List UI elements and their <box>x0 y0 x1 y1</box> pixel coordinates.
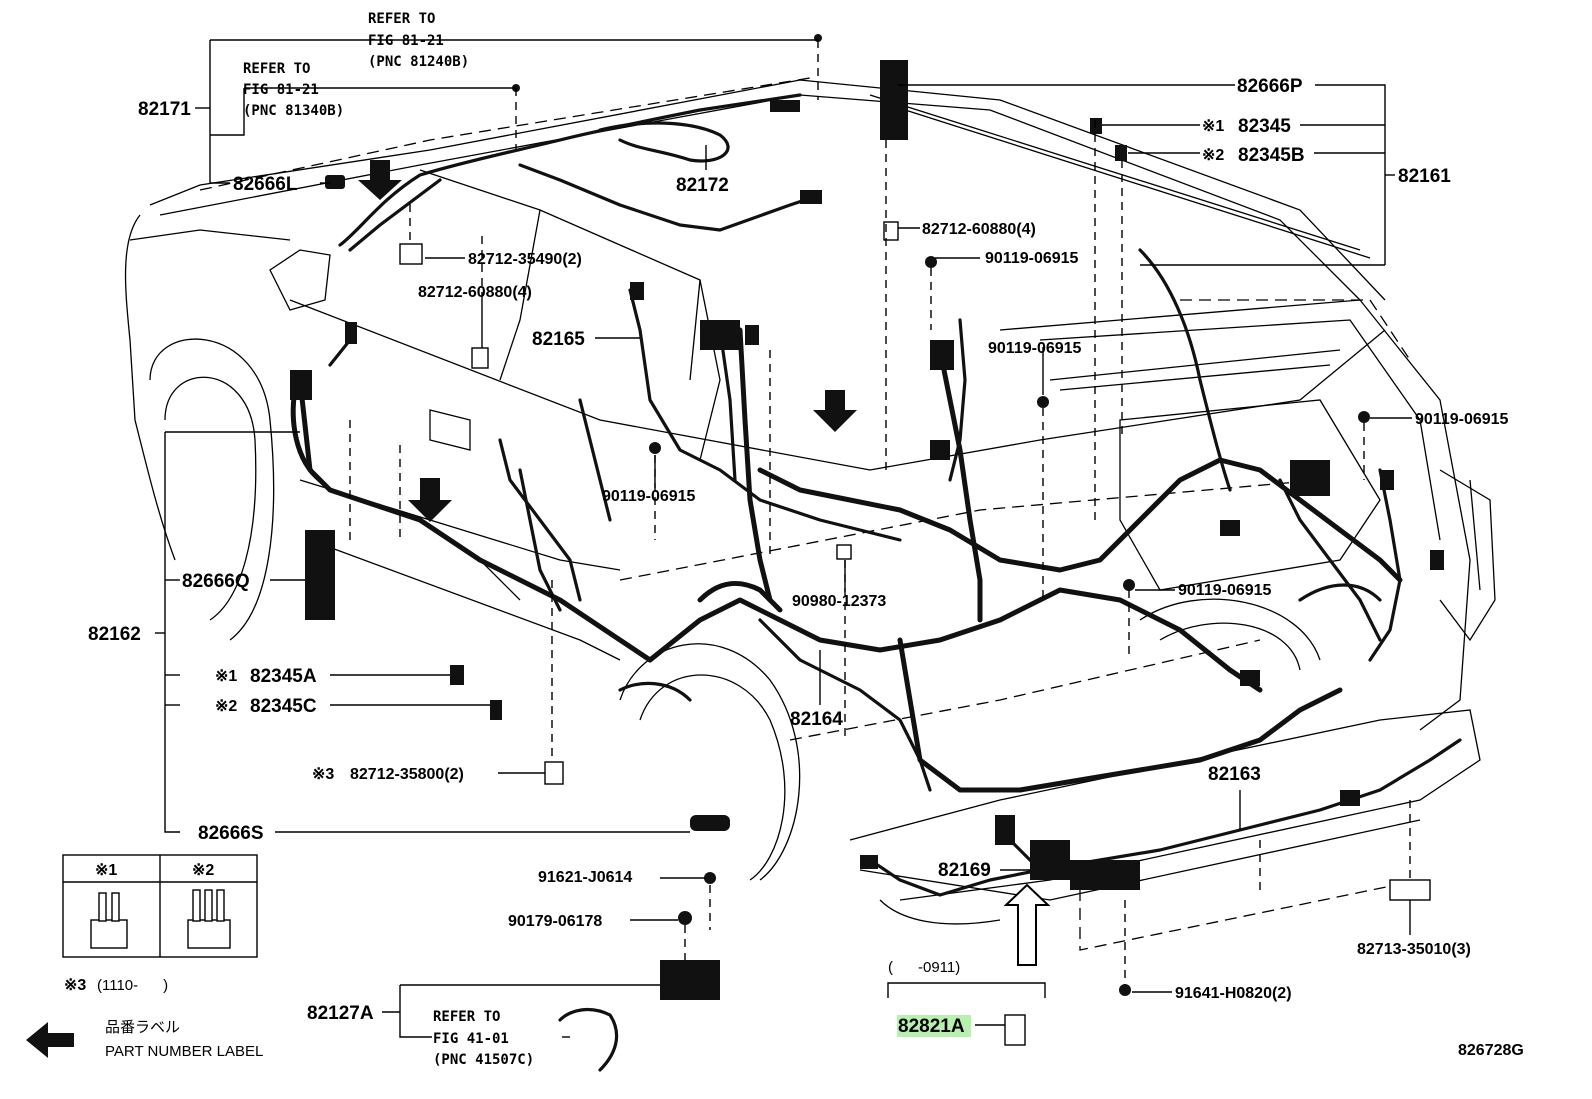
mark-2-82345C: ※2 <box>215 698 237 715</box>
label-91641-H0820: 91641-H0820(2) <box>1175 985 1292 1002</box>
label-82345A: 82345A <box>250 666 317 687</box>
legend-col1: ※1 <box>95 862 117 879</box>
legend-label-en: PART NUMBER LABEL <box>105 1043 263 1060</box>
label-82666S: 82666S <box>198 823 264 844</box>
label-90119-06915-c: 90119-06915 <box>1415 411 1509 428</box>
refer-note-1-line2: FIG 81-21 <box>368 33 444 49</box>
label-82127A: 82127A <box>307 1003 374 1024</box>
label-82163: 82163 <box>1208 764 1261 785</box>
direction-arrows <box>358 160 1051 966</box>
label-90980-12373: 90980-12373 <box>792 593 886 610</box>
label-90119-06915-e: 90119-06915 <box>1178 582 1272 599</box>
legend-mark3: ※3 <box>64 977 86 994</box>
highlight-82821A <box>897 1015 971 1037</box>
mark-2-82345B: ※2 <box>1202 147 1224 164</box>
label-90119-06915-d: 90119-06915 <box>602 488 696 505</box>
label-82169: 82169 <box>938 860 991 881</box>
label-82666P: 82666P <box>1237 76 1303 97</box>
label-82666Q: 82666Q <box>182 571 250 592</box>
figure-id: 826728G <box>1458 1042 1524 1059</box>
refer-note-3-line1: REFER TO <box>433 1009 500 1025</box>
part-labels: REFER TO FIG 81-21 (PNC 81240B) REFER TO… <box>88 11 1524 1068</box>
legend-label-jp: 品番ラベル <box>105 1019 180 1036</box>
leader-lines <box>155 39 1412 1038</box>
label-82345C: 82345C <box>250 696 317 717</box>
refer-note-1-line1: REFER TO <box>368 11 435 27</box>
label-82161: 82161 <box>1398 166 1451 187</box>
refer-note-2-line2: FIG 81-21 <box>243 82 319 98</box>
refer-note-3-line3: (PNC 41507C) <box>433 1052 534 1068</box>
refer-note-3-line2: FIG 41-01 <box>433 1031 509 1047</box>
label-82345: 82345 <box>1238 116 1291 137</box>
label-82165: 82165 <box>532 329 585 350</box>
label-82164: 82164 <box>790 709 843 730</box>
label-90119-06915-b: 90119-06915 <box>988 340 1082 357</box>
connector-legend-table: ※1 ※2 ※3 (1110- ) <box>62 854 258 994</box>
wire-harnesses <box>290 93 1462 1072</box>
label-82712-60880-b: 82712-60880(4) <box>418 284 532 301</box>
label-82713-35010: 82713-35010(3) <box>1357 941 1471 958</box>
label-82162: 82162 <box>88 624 141 645</box>
label-82712-35490: 82712-35490(2) <box>468 251 582 268</box>
two-pin-connector-icon <box>90 892 128 949</box>
part-number-label-legend: 品番ラベル PART NUMBER LABEL <box>26 1019 263 1060</box>
mark-3-82712-35800: ※3 <box>312 766 334 783</box>
label-82712-60880-a: 82712-60880(4) <box>922 221 1036 238</box>
refer-note-2-line3: (PNC 81340B) <box>243 103 344 119</box>
label-91621-J0614: 91621-J0614 <box>538 869 632 886</box>
three-pin-connector-icon <box>187 889 231 949</box>
mark-1-82345: ※1 <box>1202 118 1224 135</box>
legend-col2: ※2 <box>192 862 214 879</box>
label-82345B: 82345B <box>1238 145 1305 166</box>
label-90119-06915-a: 90119-06915 <box>985 250 1079 267</box>
label-82712-35800: 82712-35800(2) <box>350 766 464 783</box>
legend-mark3-range: (1110- ) <box>97 977 168 994</box>
label-82172: 82172 <box>676 175 729 196</box>
refer-note-2-line1: REFER TO <box>243 61 310 77</box>
refer-note-1-line3: (PNC 81240B) <box>368 54 469 70</box>
date-range: ( -0911) <box>888 959 960 976</box>
connectors <box>290 34 1444 1046</box>
mark-1-82345A: ※1 <box>215 668 237 685</box>
dashed-reference-lines <box>349 40 1411 985</box>
label-82666L: 82666L <box>233 174 298 195</box>
label-82821A: 82821A <box>898 1016 965 1037</box>
left-arrow-icon <box>26 1022 74 1058</box>
label-90179-06178: 90179-06178 <box>508 913 602 930</box>
label-82171: 82171 <box>138 99 191 120</box>
